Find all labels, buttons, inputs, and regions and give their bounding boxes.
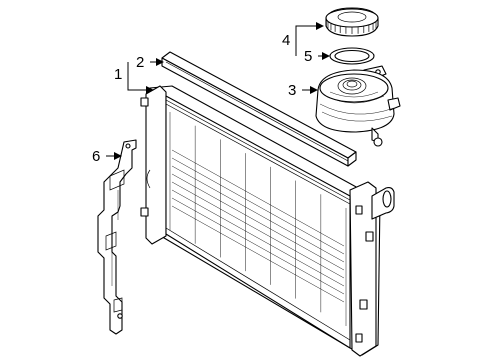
core-texture-line	[171, 181, 345, 279]
core-texture-line	[171, 197, 345, 295]
side-air-guide-bracket	[97, 139, 137, 335]
upper-seal-strip	[161, 51, 357, 167]
callout-5: 5	[304, 48, 312, 65]
core-texture-line	[171, 205, 345, 303]
core-texture-line	[171, 173, 345, 271]
core-texture-line	[171, 189, 345, 287]
radiator-right-tank	[349, 181, 377, 357]
core-texture-line	[171, 165, 345, 263]
callout-1: 1	[114, 66, 122, 83]
cap-grip-ridges	[325, 19, 377, 34]
callout-numbers: 1 2 3 4 5 6	[92, 32, 312, 165]
core-texture-line	[171, 149, 345, 247]
callout-4: 4	[282, 32, 290, 49]
cap-gasket	[329, 47, 375, 65]
radiator	[140, 85, 395, 357]
callout-3: 3	[288, 82, 296, 99]
coolant-expansion-tank	[315, 65, 401, 147]
reservoir-cap	[325, 7, 379, 37]
radiator-left-tank	[145, 85, 167, 245]
leader-lines	[106, 22, 330, 160]
callout-6: 6	[92, 148, 100, 165]
radiator-fins	[169, 112, 347, 326]
core-texture-line	[171, 157, 345, 255]
callout-2: 2	[136, 54, 144, 71]
